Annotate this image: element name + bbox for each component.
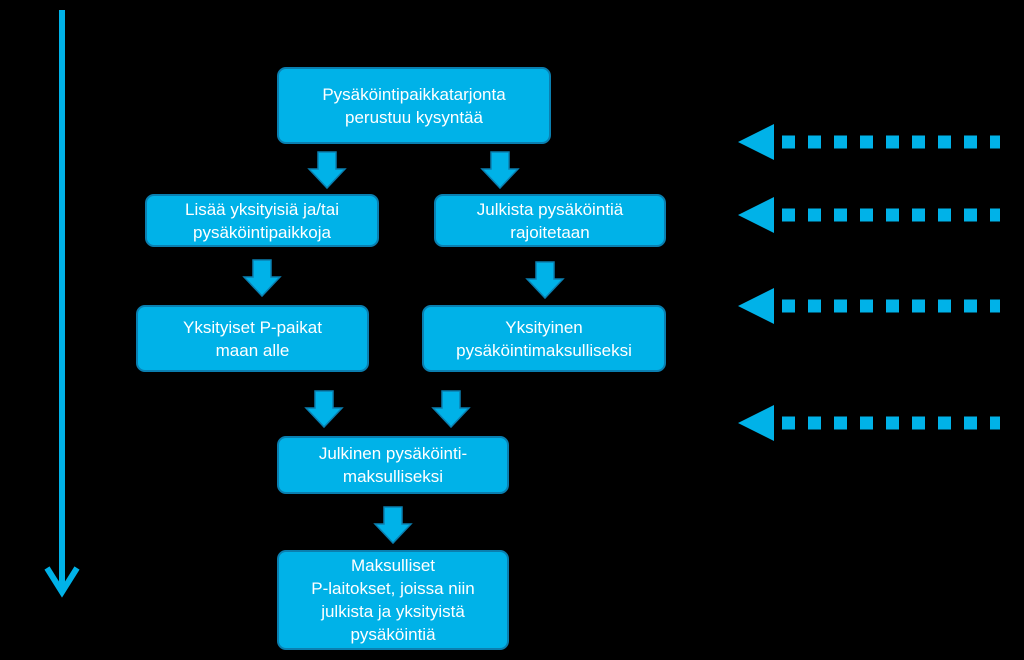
down-arrow-icon xyxy=(525,261,565,300)
down-arrow-icon xyxy=(304,390,344,429)
down-arrow-icon xyxy=(480,151,520,190)
box-private-paid: Yksityinen pysäköintimaksulliseksi xyxy=(422,305,666,372)
box-line: Lisää yksityisiä ja/tai xyxy=(184,199,339,219)
down-arrow-icon xyxy=(242,259,282,298)
box-line: maan alle xyxy=(215,340,290,360)
box-line: maksulliseksi xyxy=(342,467,444,486)
box-more-private-parking: Lisää yksityisiä ja/tai pysäköintipaikko… xyxy=(145,194,379,247)
box-line: perustuu kysyntää xyxy=(345,107,483,127)
box-paid-facilities: Maksulliset P-laitokset, joissa niin jul… xyxy=(277,550,509,650)
box-line: Yksityinen xyxy=(505,317,583,337)
dotted-left-arrow-icon xyxy=(738,197,1000,233)
box-line: pysäköintipaikkoja xyxy=(193,222,331,242)
box-line: Julkista pysäköintiä xyxy=(476,199,624,219)
down-arrow-icon xyxy=(373,506,413,545)
box-parking-supply-demand: Pysäköintipaikkatarjonta perustuu kysynt… xyxy=(277,67,551,144)
dotted-left-arrow-icon xyxy=(738,124,1000,160)
dotted-left-arrow-icon xyxy=(738,288,1000,324)
dotted-left-arrow-icon xyxy=(738,405,1000,441)
box-public-parking-limited: Julkista pysäköintiä rajoitetaan xyxy=(434,194,666,247)
box-line: julkista ja yksityistä xyxy=(321,602,465,621)
box-line: Yksityiset P-paikat xyxy=(183,317,322,337)
box-line: Pysäköintipaikkatarjonta xyxy=(322,84,506,104)
box-line: rajoitetaan xyxy=(510,222,590,242)
box-line: pysäköintimaksulliseksi xyxy=(456,340,632,360)
box-line: P-laitokset, joissa niin xyxy=(311,579,475,598)
down-arrow-icon xyxy=(307,151,347,190)
box-line: Maksulliset xyxy=(350,556,436,575)
box-public-paid: Julkinen pysäköinti- maksulliseksi xyxy=(277,436,509,494)
down-arrow-icon xyxy=(431,390,471,429)
box-private-underground: Yksityiset P-paikat maan alle xyxy=(136,305,369,372)
long-down-arrow-icon xyxy=(44,10,80,598)
box-line: pysäköintiä xyxy=(350,625,436,644)
box-line: Julkinen pysäköinti- xyxy=(318,444,468,463)
